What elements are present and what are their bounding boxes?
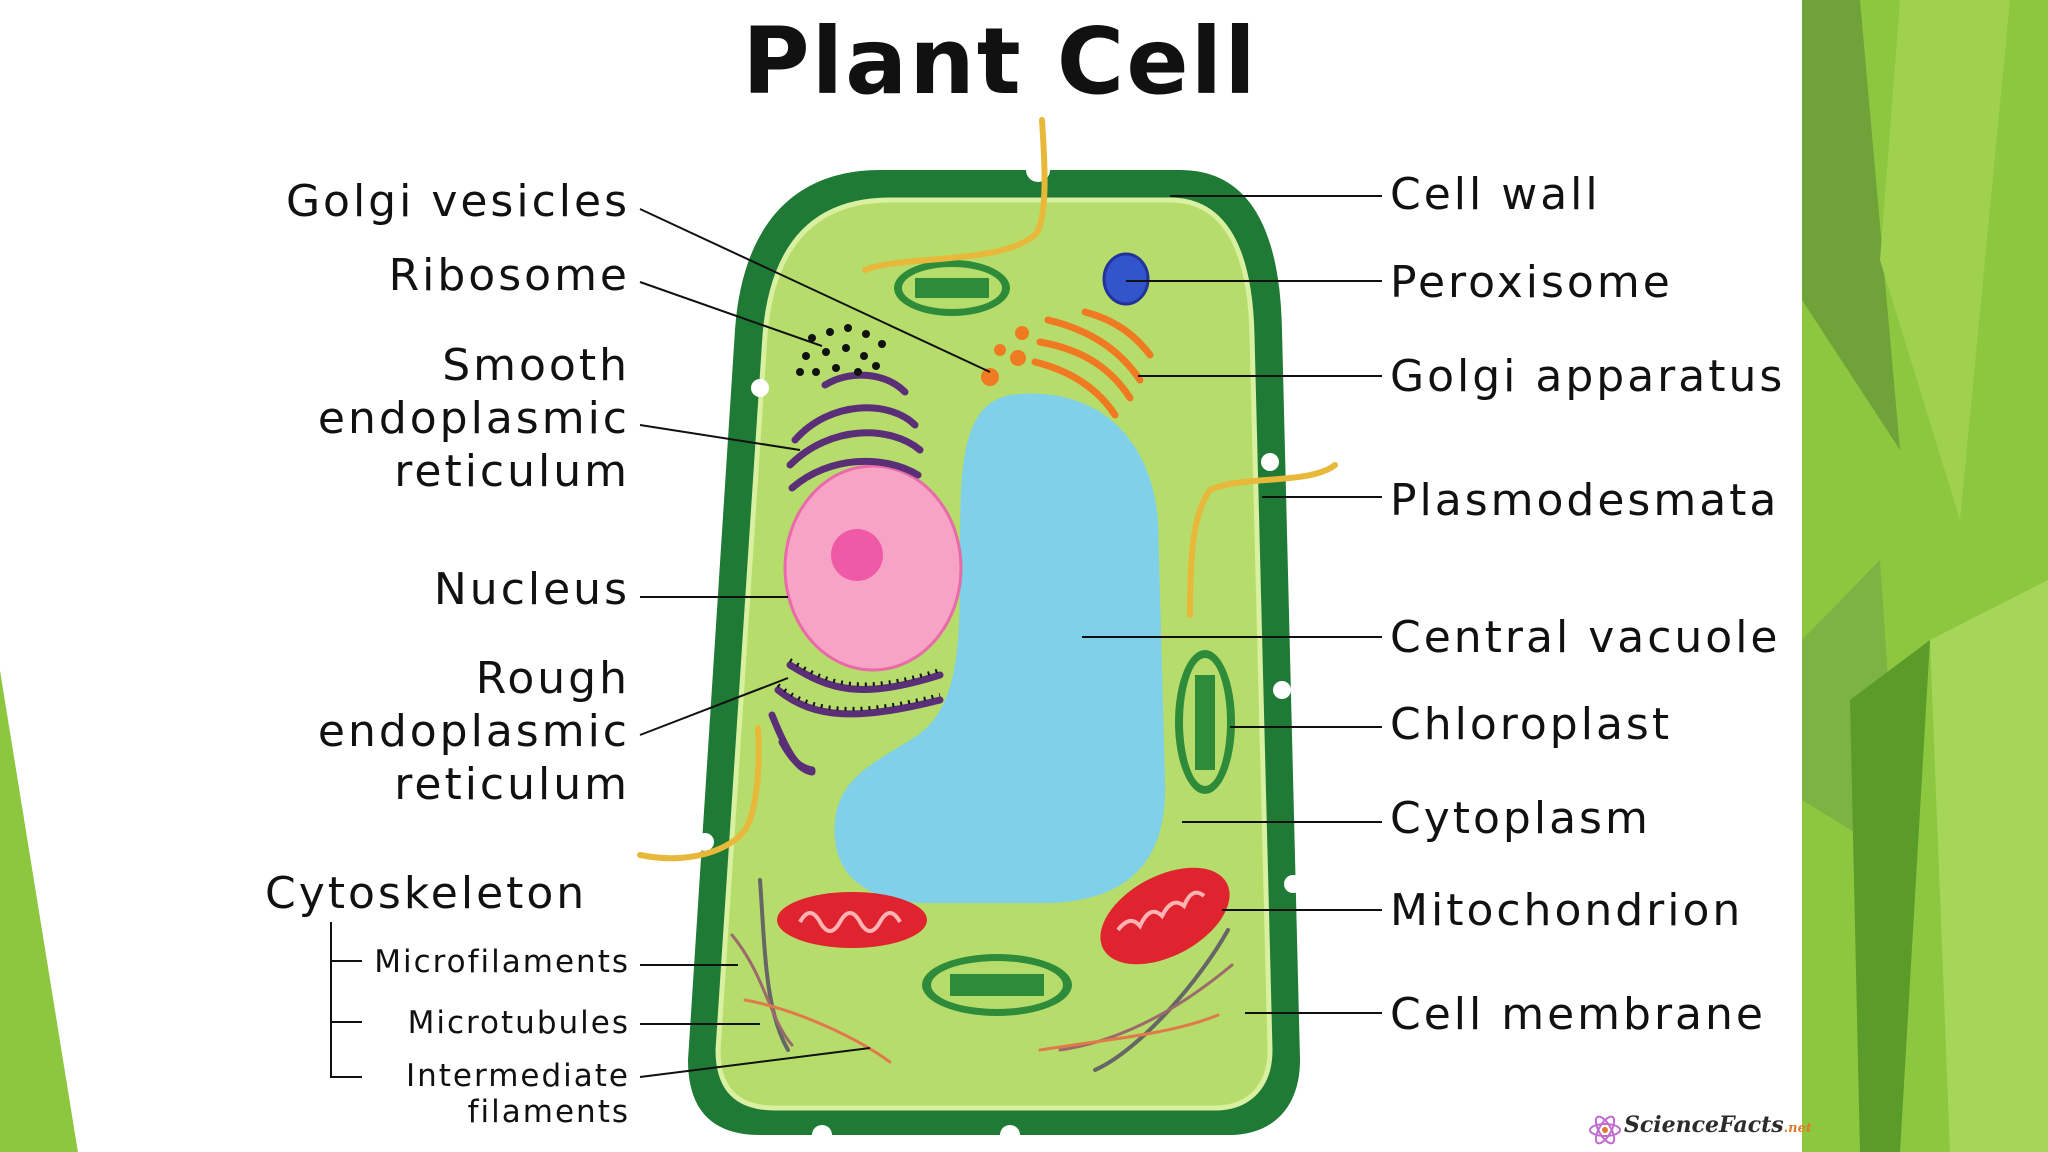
- smooth-er: [786, 371, 924, 492]
- label-plasmodesmata: Plasmodesmata: [1390, 475, 1780, 526]
- label-mitochondrion: Mitochondrion: [1390, 885, 1744, 936]
- rough-er: [768, 661, 944, 776]
- leader-rough-er: [639, 677, 789, 736]
- leader-ribosome: [639, 281, 823, 347]
- golgi-apparatus: [1031, 308, 1154, 419]
- label-smooth-er-line-1: Smooth: [442, 340, 630, 391]
- label-nucleus: Nucleus: [433, 564, 630, 615]
- sciencefacts-watermark: ScienceFacts.net: [1624, 1112, 1812, 1138]
- chloroplast-top: [894, 260, 1010, 316]
- sciencefacts-atom-icon: [1589, 1115, 1621, 1145]
- peroxisome: [1102, 252, 1150, 306]
- ribosomes: [796, 324, 886, 376]
- leader-golgi-vesicles: [639, 208, 991, 373]
- label-microtubules: Microtubules: [407, 1005, 630, 1041]
- label-intermediate-filaments-line-2: filaments: [467, 1094, 630, 1130]
- right-panel-pale-wedge: [1930, 580, 2048, 1152]
- label-cytoplasm: Cytoplasm: [1390, 793, 1651, 844]
- label-smooth-er: Smooth endoplasmic reticulum: [318, 339, 630, 498]
- label-central-vacuole: Central vacuole: [1390, 612, 1781, 663]
- cytoskeleton-bracket: [330, 922, 362, 1078]
- leader-smooth-er: [639, 424, 801, 451]
- label-cytoskeleton: Cytoskeleton: [265, 868, 588, 919]
- label-rough-er-line-1: Rough: [475, 653, 630, 704]
- label-ribosome: Ribosome: [388, 250, 630, 301]
- diagram-title: Plant Cell: [742, 8, 1258, 115]
- label-peroxisome: Peroxisome: [1390, 257, 1673, 308]
- watermark-text: ScienceFacts: [1624, 1112, 1784, 1138]
- label-golgi-apparatus: Golgi apparatus: [1390, 351, 1786, 402]
- right-panel-dark-wedge: [1850, 640, 1930, 1152]
- label-rough-er: Rough endoplasmic reticulum: [318, 652, 630, 811]
- rough-er-ribosomes: [776, 658, 941, 711]
- label-rough-er-line-3: reticulum: [394, 759, 630, 810]
- central-vacuole: [834, 393, 1166, 903]
- right-panel-light-wedge: [1880, 0, 2010, 520]
- nucleolus: [831, 529, 883, 581]
- label-intermediate-filaments-line-1: Intermediate: [405, 1058, 630, 1094]
- chloroplast-right: [1175, 650, 1235, 794]
- label-golgi-vesicles: Golgi vesicles: [285, 176, 630, 227]
- mitochondrion-left: [777, 892, 927, 948]
- chloroplast-bottom: [922, 954, 1072, 1016]
- right-panel-dark-top: [1802, 0, 1900, 450]
- label-rough-er-line-2: endoplasmic: [317, 706, 630, 757]
- mitochondrion-right: [1100, 867, 1230, 965]
- label-intermediate-filaments: Intermediate filaments: [406, 1058, 630, 1130]
- golgi-vesicles: [981, 326, 1029, 386]
- label-microfilaments: Microfilaments: [374, 944, 630, 980]
- label-smooth-er-line-2: endoplasmic: [317, 393, 630, 444]
- label-smooth-er-line-3: reticulum: [394, 446, 630, 497]
- watermark-suffix: .net: [1783, 1121, 1812, 1136]
- cytoskeleton-filaments: [730, 878, 1234, 1072]
- label-cell-wall: Cell wall: [1390, 169, 1601, 220]
- label-chloroplast: Chloroplast: [1390, 699, 1673, 750]
- leader-intermediate-filaments: [639, 1047, 871, 1078]
- label-cell-membrane: Cell membrane: [1390, 989, 1766, 1040]
- plasmodesmata: [637, 117, 1338, 862]
